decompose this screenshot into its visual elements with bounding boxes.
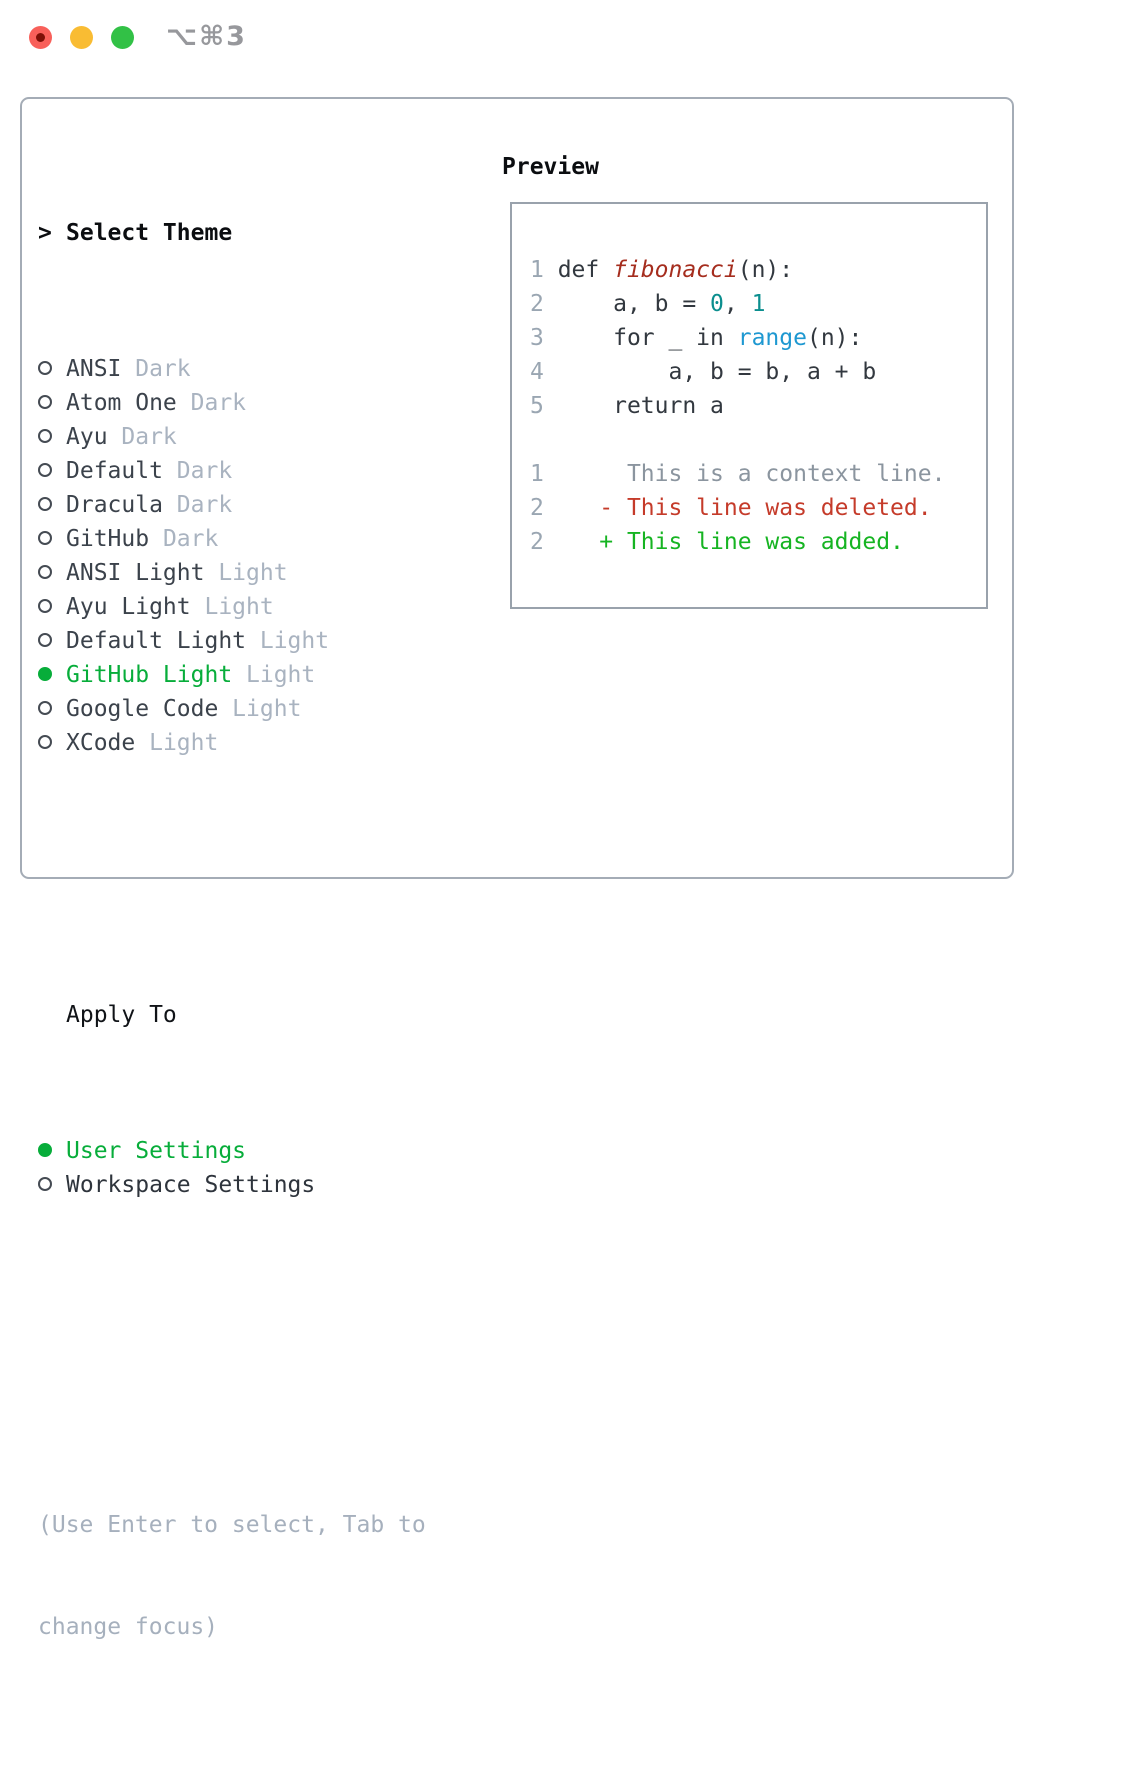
preview-line: 5 return a: [530, 393, 724, 419]
preview-line: 2 + This line was added.: [530, 529, 904, 555]
spacer: [38, 1304, 426, 1338]
titlebar: ⌥⌘3: [0, 0, 1140, 74]
preview-line: [530, 423, 945, 457]
theme-variant: Light: [204, 560, 288, 586]
radio-icon: [38, 360, 52, 375]
preview-line: 1 def fibonacci(n):: [530, 257, 794, 283]
theme-variant: Dark: [176, 390, 247, 416]
theme-variant: Dark: [149, 526, 219, 552]
spacer: [38, 862, 426, 896]
select-theme-title: Select Theme: [66, 220, 233, 246]
theme-variant: Dark: [162, 492, 233, 518]
preview-line: 3 for _ in range(n):: [530, 325, 863, 351]
theme-name: Google Code: [66, 696, 219, 722]
theme-variant: Light: [135, 730, 219, 756]
hint-line-1: (Use Enter to select, Tab to: [38, 1512, 426, 1538]
theme-option-atom-one[interactable]: Atom One Dark: [38, 386, 426, 420]
apply-to-heading: Apply To: [38, 998, 426, 1032]
radio-icon: [38, 598, 52, 613]
hint-line-2: change focus): [38, 1614, 219, 1640]
preview-line: 1 This is a context line.: [530, 461, 946, 487]
radio-icon: [38, 1176, 52, 1191]
radio-icon: [38, 496, 52, 511]
theme-name: GitHub Light: [66, 662, 233, 688]
theme-name: Ayu Light: [66, 594, 191, 620]
theme-option-default[interactable]: Default Dark: [38, 454, 426, 488]
theme-variant: Dark: [121, 356, 191, 382]
radio-selected-icon: [38, 1142, 52, 1157]
apply-option-label: Workspace Settings: [66, 1172, 316, 1198]
radio-icon: [38, 530, 52, 545]
theme-variant: Light: [190, 594, 274, 620]
theme-option-xcode[interactable]: XCode Light: [38, 726, 426, 760]
maximize-button[interactable]: [111, 26, 134, 49]
theme-name: Dracula: [66, 492, 163, 518]
preview-heading: Preview: [502, 154, 599, 180]
radio-selected-icon: [38, 666, 52, 681]
apply-to-title: Apply To: [66, 1002, 177, 1028]
radio-icon: [38, 700, 52, 715]
theme-name: XCode: [66, 730, 136, 756]
theme-variant: Dark: [162, 458, 233, 484]
theme-name: Atom One: [66, 390, 177, 416]
radio-icon: [38, 394, 52, 409]
preview-line: 2 - This line was deleted.: [530, 495, 932, 521]
theme-option-ayu-light[interactable]: Ayu Light Light: [38, 590, 426, 624]
theme-name: GitHub: [66, 526, 150, 552]
radio-icon: [38, 462, 52, 477]
close-dot-icon: [36, 33, 45, 42]
theme-variant: Light: [218, 696, 302, 722]
theme-option-default-light[interactable]: Default Light Light: [38, 624, 426, 658]
theme-name: Ayu: [66, 424, 108, 450]
theme-variant: Light: [232, 662, 316, 688]
theme-option-github-light[interactable]: GitHub Light Light: [38, 658, 426, 692]
preview-line: 2 a, b = 0, 1: [530, 291, 766, 317]
theme-name: ANSI Light: [66, 560, 205, 586]
preview-box: 1 def fibonacci(n): 2 a, b = 0, 1 3 for _ …: [510, 202, 988, 609]
hint-text: (Use Enter to select, Tab to change focu…: [38, 1440, 426, 1712]
code-preview: 1 def fibonacci(n): 2 a, b = 0, 1 3 for _ …: [530, 253, 945, 559]
window-shortcut-label: ⌥⌘3: [166, 21, 247, 52]
select-theme-heading: > Select Theme: [38, 216, 426, 250]
apply-option-workspace-settings[interactable]: Workspace Settings: [38, 1168, 426, 1202]
theme-option-google-code[interactable]: Google Code Light: [38, 692, 426, 726]
theme-name: Default Light: [66, 628, 247, 654]
apply-option-user-settings[interactable]: User Settings: [38, 1134, 426, 1168]
close-button[interactable]: [29, 26, 52, 49]
radio-icon: [38, 428, 52, 443]
radio-icon: [38, 632, 52, 647]
theme-variant: Dark: [107, 424, 177, 450]
radio-icon: [38, 564, 52, 579]
theme-option-dracula[interactable]: Dracula Dark: [38, 488, 426, 522]
theme-option-ansi-light[interactable]: ANSI Light Light: [38, 556, 426, 590]
theme-option-github[interactable]: GitHub Dark: [38, 522, 426, 556]
minimize-button[interactable]: [70, 26, 93, 49]
theme-option-ayu[interactable]: Ayu Dark: [38, 420, 426, 454]
theme-name: ANSI: [66, 356, 122, 382]
apply-option-label: User Settings: [66, 1138, 247, 1164]
prompt-icon: >: [38, 220, 52, 246]
theme-name: Default: [66, 458, 163, 484]
theme-variant: Light: [246, 628, 330, 654]
radio-icon: [38, 734, 52, 749]
preview-line: 4 a, b = b, a + b: [530, 359, 877, 385]
theme-option-ansi[interactable]: ANSI Dark: [38, 352, 426, 386]
